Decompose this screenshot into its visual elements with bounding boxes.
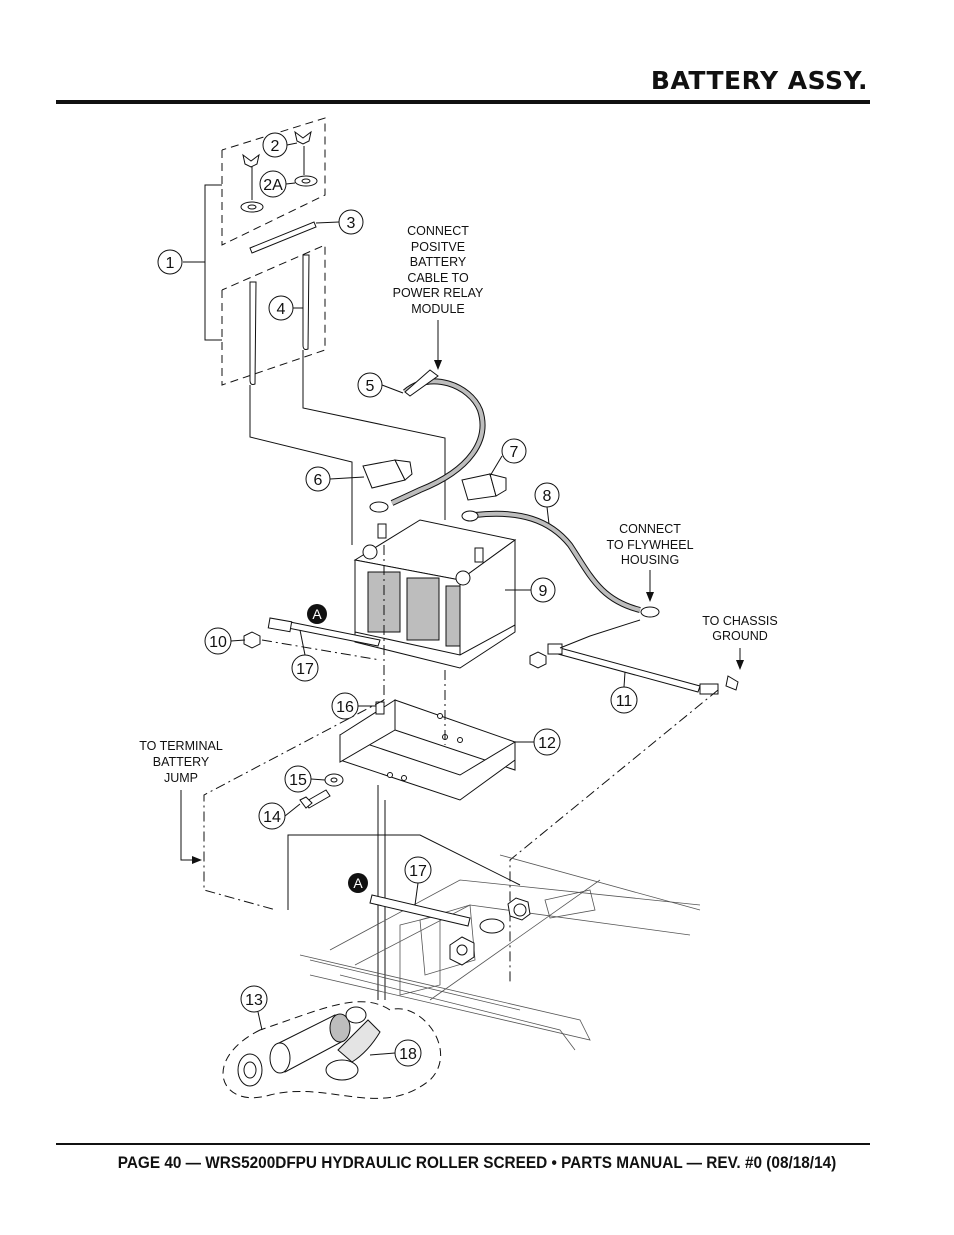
callout-10: 10 <box>209 634 227 651</box>
callout-14: 14 <box>263 809 281 826</box>
callout-13: 13 <box>245 992 263 1009</box>
svg-text:GROUND: GROUND <box>712 629 768 643</box>
svg-text:POWER RELAY: POWER RELAY <box>393 286 484 300</box>
chassis-frame <box>299 854 701 1051</box>
callout-3: 3 <box>347 215 356 232</box>
callout-2a: 2A <box>263 177 283 194</box>
svg-text:CONNECT: CONNECT <box>619 522 681 536</box>
callout-2: 2 <box>271 138 280 155</box>
note-chassis-ground: TO CHASSIS GROUND <box>702 614 777 643</box>
svg-text:JUMP: JUMP <box>164 771 198 785</box>
svg-text:BATTERY: BATTERY <box>153 755 210 769</box>
svg-text:CABLE TO: CABLE TO <box>407 271 469 285</box>
svg-text:HOUSING: HOUSING <box>621 553 679 567</box>
callout-12: 12 <box>538 735 556 752</box>
callout-11: 11 <box>616 693 633 710</box>
note-flywheel: CONNECT TO FLYWHEEL HOUSING <box>606 522 693 567</box>
negative-cable-part <box>461 510 660 618</box>
page-title: BATTERY ASSY. <box>650 66 868 95</box>
svg-text:TO CHASSIS: TO CHASSIS <box>702 614 777 628</box>
terminal-cover-part <box>362 459 507 501</box>
svg-text:POSITVE: POSITVE <box>411 240 465 254</box>
callout-15: 15 <box>289 772 307 789</box>
header-rule <box>56 100 870 104</box>
callout-8: 8 <box>543 488 552 505</box>
callout-4: 4 <box>277 301 286 318</box>
svg-text:BATTERY: BATTERY <box>410 255 467 269</box>
hold-down-kit <box>183 117 446 545</box>
svg-text:TO TERMINAL: TO TERMINAL <box>139 739 223 753</box>
callout-16: 16 <box>336 699 354 716</box>
callout-9: 9 <box>539 583 548 600</box>
positive-cable-part <box>369 320 486 513</box>
battery-tray-part <box>339 699 516 801</box>
svg-text:CONNECT: CONNECT <box>407 224 469 238</box>
note-terminal-jump: TO TERMINAL BATTERY JUMP <box>139 739 223 785</box>
footer-rule <box>56 1143 870 1145</box>
jump-post-part <box>222 1001 442 1099</box>
note-positive-cable: CONNECT POSITVE BATTERY CABLE TO POWER R… <box>393 224 484 316</box>
detail-a-lower: A <box>353 875 363 891</box>
page-footer: PAGE 40 — WRS5200DFPU HYDRAULIC ROLLER S… <box>117 1154 837 1172</box>
detail-a-upper: A <box>312 606 322 622</box>
svg-text:MODULE: MODULE <box>411 302 464 316</box>
ground-cable-part <box>509 619 744 985</box>
jumper-cable-upper-part <box>243 617 381 661</box>
callout-5: 5 <box>366 378 375 395</box>
callout-1: 1 <box>166 255 175 272</box>
callout-17-upper: 17 <box>296 661 314 678</box>
callout-6: 6 <box>314 472 323 489</box>
jumper-cable-lower-part <box>369 894 531 966</box>
washer-part <box>240 175 318 213</box>
callouts: 1 2 2A 3 4 5 6 7 8 9 <box>157 132 638 1067</box>
wing-nut-part <box>242 130 312 168</box>
svg-text:TO FLYWHEEL: TO FLYWHEEL <box>606 538 693 552</box>
callout-17-lower: 17 <box>409 863 427 880</box>
callout-7: 7 <box>510 444 519 461</box>
battery-part <box>353 519 517 669</box>
callout-18: 18 <box>399 1046 417 1063</box>
j-bolt-part <box>249 254 310 385</box>
